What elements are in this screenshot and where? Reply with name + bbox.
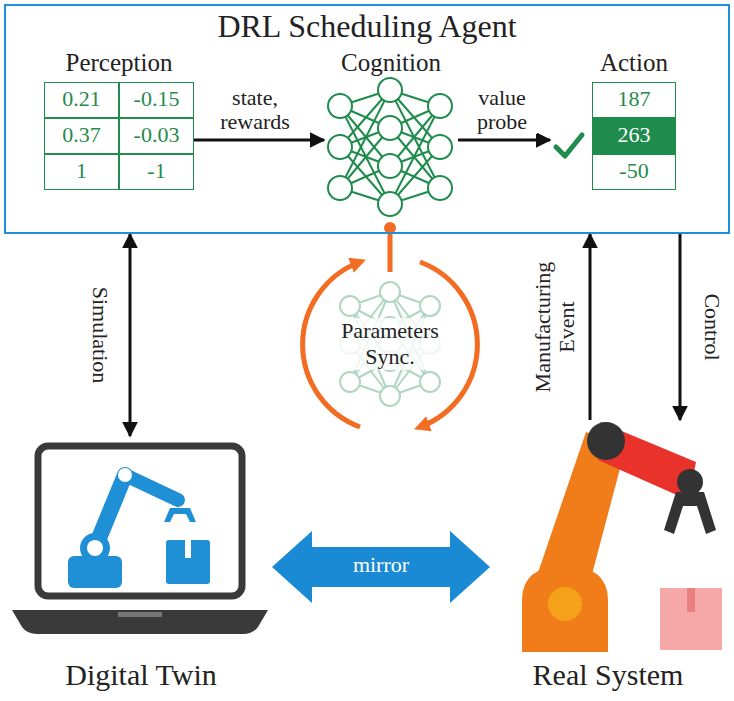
table-cell: 0.21 (44, 82, 119, 118)
table-cell: -1 (119, 154, 194, 190)
flow-arrow (679, 234, 682, 420)
flow-arrow (589, 234, 592, 420)
edge-label: Manufacturing Event (531, 247, 579, 407)
table-cell: 187 (592, 82, 676, 118)
network-box: Cognition (324, 48, 458, 228)
node-text: Cognition (324, 48, 458, 78)
agent-panel: DRL Scheduling AgentPerception 0.21-0.150… (4, 4, 730, 234)
flow-arrow (194, 139, 324, 142)
node-text: Digital Twin (10, 658, 272, 692)
table-grid: 187263-50 (592, 82, 676, 190)
edge-label: Control (700, 277, 724, 377)
edge-label: state, rewards (205, 86, 305, 134)
check-mark (552, 129, 586, 163)
table-cell: -50 (592, 154, 676, 190)
table-cell: 1 (44, 154, 119, 190)
node-text: Perception (44, 48, 194, 78)
table-cell: -0.15 (119, 82, 194, 118)
system-icon: Digital Twin (10, 436, 272, 696)
edge-label: value probe (467, 86, 537, 134)
table-cell: 0.37 (44, 118, 119, 154)
table-cell: 263 (592, 118, 676, 154)
system-icon: Real System (490, 420, 726, 696)
table-grid: 0.21-0.150.37-0.031-1 (44, 82, 194, 190)
flow-arrow (129, 234, 132, 436)
node-text: DRL Scheduling Agent (6, 8, 728, 44)
robot-arm (522, 422, 722, 652)
flow-arrow (458, 139, 550, 142)
edge-label: mirror (331, 553, 431, 577)
table-cell: -0.03 (119, 118, 194, 154)
node-text: Parameters Sync. (331, 318, 449, 370)
edge-label: Simulation (88, 260, 112, 410)
laptop-icon (12, 446, 268, 634)
sync-link (388, 228, 393, 272)
data-table: Perception 0.21-0.150.37-0.031-1 (44, 48, 194, 190)
data-table: Action 187263-50 (550, 48, 676, 190)
mirror-arrow (272, 531, 490, 603)
node-text: Action (592, 48, 676, 78)
neural-network (328, 78, 452, 216)
sync-circle: Parameters Sync. (318, 272, 462, 416)
node-text: Real System (490, 658, 726, 692)
